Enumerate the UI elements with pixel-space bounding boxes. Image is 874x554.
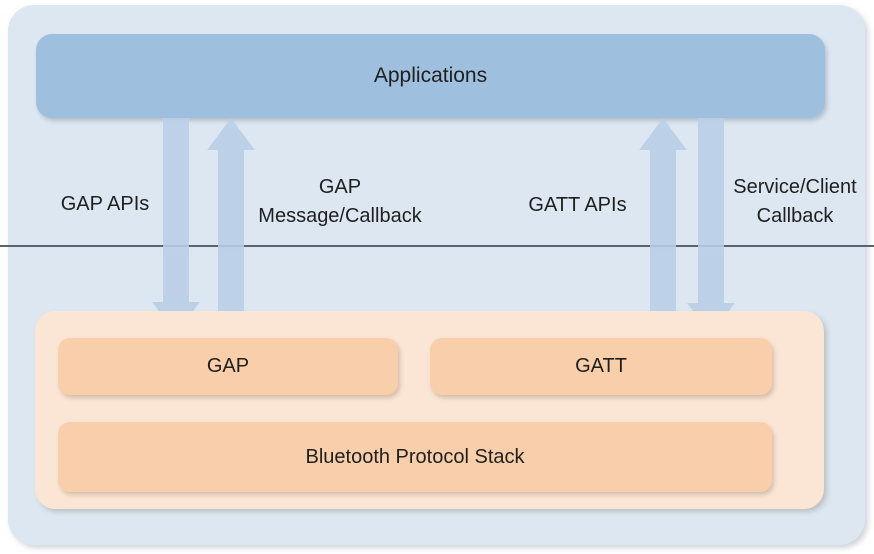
label-line1: GAP bbox=[318, 176, 362, 198]
service-client-callback-label: Service/Client Callback bbox=[695, 173, 874, 231]
gap-box: GAP bbox=[58, 338, 398, 395]
label-text: GATT APIs bbox=[528, 194, 627, 216]
bluetooth-protocol-stack-label: Bluetooth Protocol Stack bbox=[305, 445, 525, 468]
gatt-apis-label: GATT APIs bbox=[495, 191, 660, 220]
gap-message-callback-up-arrow bbox=[207, 118, 255, 333]
label-line2: Callback bbox=[756, 205, 834, 227]
bluetooth-protocol-stack-box: Bluetooth Protocol Stack bbox=[58, 422, 772, 492]
arrow-shaft bbox=[698, 118, 724, 303]
gap-message-callback-label: GAP Message/Callback bbox=[240, 173, 440, 231]
gatt-box: GATT bbox=[430, 338, 772, 395]
arrow-head-up-icon bbox=[207, 118, 255, 150]
gap-apis-down-arrow bbox=[152, 118, 200, 334]
label-line2: Message/Callback bbox=[258, 205, 422, 227]
service-client-callback-down-arrow bbox=[687, 118, 735, 335]
arrow-shaft bbox=[650, 150, 676, 333]
label-text: GAP APIs bbox=[60, 193, 150, 215]
gap-label: GAP bbox=[206, 355, 250, 377]
applications-label: Applications bbox=[373, 64, 488, 87]
gap-apis-label: GAP APIs bbox=[30, 190, 180, 219]
arrow-shaft bbox=[163, 118, 189, 302]
applications-box: Applications bbox=[36, 34, 825, 118]
api-boundary-line bbox=[0, 245, 874, 247]
gatt-label: GATT bbox=[575, 355, 627, 377]
label-line1: Service/Client bbox=[733, 176, 857, 198]
arrow-shaft bbox=[218, 150, 244, 333]
arrow-head-up-icon bbox=[639, 118, 687, 150]
gatt-apis-up-arrow bbox=[639, 118, 687, 333]
